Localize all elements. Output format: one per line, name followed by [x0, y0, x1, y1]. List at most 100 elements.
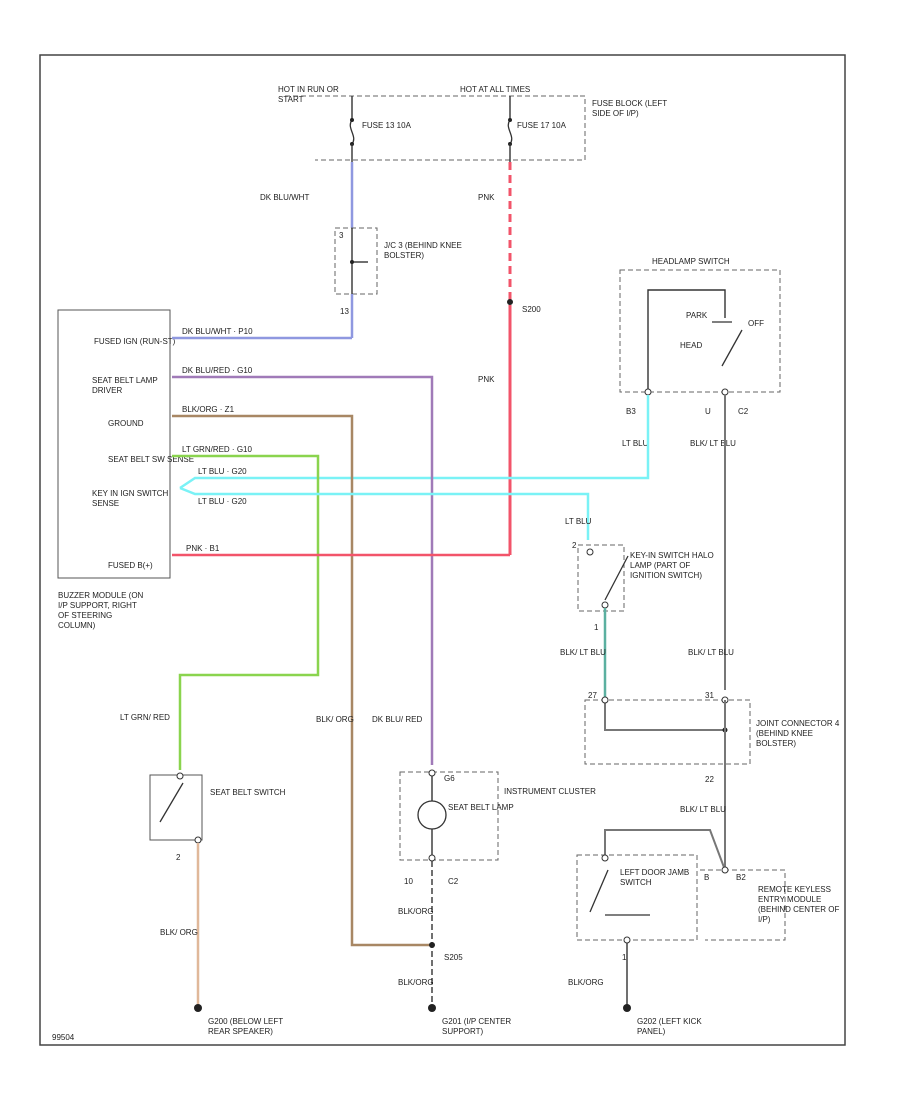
headlamp-switch-label: HEADLAMP SWITCH: [652, 257, 730, 266]
wire-bm-ground: [172, 414, 432, 947]
fuse13-dot-top: [350, 118, 354, 122]
instrument-cluster-box: [399, 771, 499, 861]
bm-ground: GROUND: [108, 419, 144, 428]
jc3-term-top: 3: [339, 231, 344, 240]
buzzer-module-box: [57, 309, 171, 579]
bm-wire5-label: LT BLU · G20: [198, 467, 247, 476]
bm-fused-batt: FUSED B(+): [108, 561, 153, 570]
sbs-contact-arm: [159, 782, 184, 823]
rke-term-a-label: B: [704, 873, 709, 882]
rke-term-b-label: B2: [736, 873, 746, 882]
kis-term-bot: 1: [594, 623, 599, 632]
s200-label: S200: [522, 305, 541, 314]
rke-term: [721, 866, 729, 874]
bm-wire6-label: LT BLU · G20: [198, 497, 247, 506]
kis-term-bot-circle: [601, 601, 609, 609]
g201-ground: [428, 1004, 436, 1012]
fuse17-label: FUSE 17 10A: [517, 121, 567, 130]
hot-all-times-label: HOT AT ALL TIMES: [460, 85, 530, 94]
c2-bot-label: C2: [448, 877, 459, 886]
ic-term-top: [428, 769, 436, 777]
park-label: PARK: [686, 311, 708, 320]
fuse17-element: [507, 119, 513, 145]
c2-top-label: C2: [738, 407, 749, 416]
sbs-term-bot: [194, 836, 202, 844]
wire-blk-lt-blu-a-label: BLK/ LT BLU: [560, 648, 606, 657]
fuse13-label: FUSE 13 10A: [362, 121, 412, 130]
headlamp-term-b3: [644, 388, 652, 396]
headlamp-term-u: [721, 388, 729, 396]
kis-contact-arm: [604, 555, 629, 601]
wire-blk-org-lower-label: BLK/ ORG: [160, 928, 198, 937]
term-u-label: U: [705, 407, 711, 416]
wire-bm-seat-belt-sense: [172, 454, 320, 770]
wire-blk-lt-blu-b-label: BLK/ LT BLU: [688, 648, 734, 657]
wire-pnk-top-label: PNK: [478, 193, 495, 202]
jc3-term-bot: 13: [340, 307, 349, 316]
headlamp-contact-arm: [721, 329, 743, 367]
lamp-label: SEAT BELT LAMP: [448, 803, 514, 812]
bm-wire3-label: BLK/ORG · Z1: [182, 405, 235, 414]
head-label: HEAD: [680, 341, 702, 350]
headlamp-internal-bus: [647, 289, 726, 392]
wire-lt-blu-kis-label: LT BLU: [565, 517, 592, 526]
jc4-term-27-circle: [601, 696, 609, 704]
jc4-bus: [604, 700, 725, 731]
wire-blk-org-mid-label: BLK/ ORG: [316, 715, 354, 724]
wire-lt-grn-red-label: LT GRN/ RED: [120, 713, 170, 722]
off-label: OFF: [748, 319, 764, 328]
ldj-contact-arm: [589, 869, 609, 913]
wire-dk-blu-wht-top-label: DK BLU/WHT: [260, 193, 309, 202]
s200-splice: [507, 299, 513, 305]
g200-ground: [194, 1004, 202, 1012]
wire-bm-seat-belt-lamp: [172, 375, 434, 765]
s205-label: S205: [444, 953, 463, 962]
fuse17-dot-top: [508, 118, 512, 122]
kis-term-top: 2: [572, 541, 577, 550]
wire-dk-blu-red-label: DK BLU/ RED: [372, 715, 422, 724]
wire-lt-blu-headlamp: [179, 395, 650, 490]
joint-connector-box: [584, 699, 751, 765]
ic-term-top-label: G6: [444, 774, 455, 783]
diagram-frame: [39, 54, 846, 1046]
wire-rke-to-door: [604, 829, 726, 871]
wire-blk-lt-blu-c-label: BLK/ LT BLU: [680, 805, 726, 814]
fuse-block-outline: [315, 95, 586, 161]
sbs-term-top: [176, 772, 184, 780]
ldj-term-top: [601, 854, 609, 862]
ldj-term-label: 1: [622, 953, 627, 962]
wire-lt-blu-hs-label: LT BLU: [622, 439, 649, 448]
bm-fused-ign: FUSED IGN (RUN-ST): [94, 337, 176, 346]
figure-id: 99504: [52, 1033, 75, 1042]
jc3-box: [334, 227, 378, 295]
ic-term-bot-label: 10: [404, 877, 413, 886]
seat-belt-lamp-bulb: [417, 800, 447, 830]
bm-wire1-label: DK BLU/WHT · P10: [182, 327, 253, 336]
jc-term-27: 27: [588, 691, 597, 700]
ldj-term-bot: [623, 936, 631, 944]
ldj-switch-box: [576, 854, 698, 941]
fuse13-element: [349, 119, 355, 145]
instrument-cluster-label: INSTRUMENT CLUSTER: [504, 787, 596, 796]
wire-pnk-mid-label: PNK: [478, 375, 495, 384]
bm-seat-belt-sense: SEAT BELT SW SENSE: [108, 455, 194, 464]
wire-blk-org-e-label: BLK/ORG: [568, 978, 604, 987]
bm-wire2-label: DK BLU/RED · G10: [182, 366, 253, 375]
jc-term-22: 22: [705, 775, 714, 784]
s205-splice: [429, 942, 435, 948]
ic-term-bot: [428, 854, 436, 862]
bm-wire7-label: PNK · B1: [186, 544, 220, 553]
term-b3-label: B3: [626, 407, 636, 416]
